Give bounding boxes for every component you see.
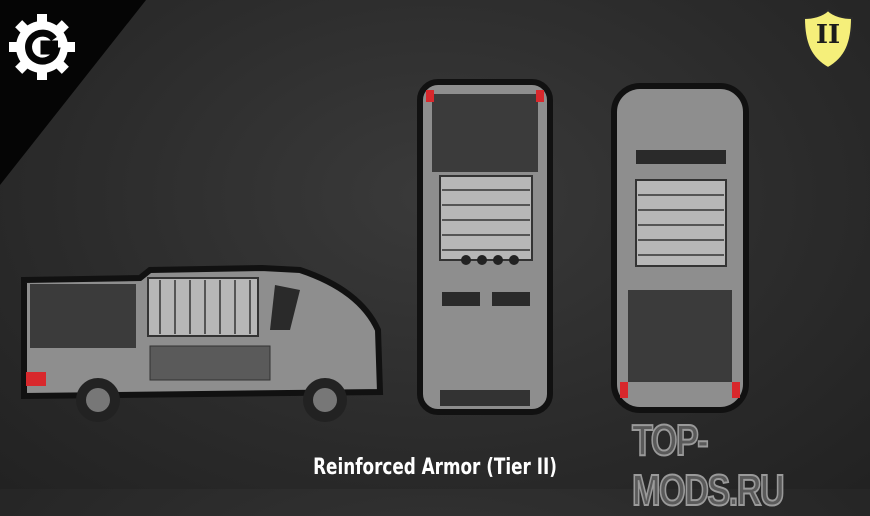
truck-side-view bbox=[21, 264, 384, 422]
truck-top-view-front bbox=[417, 79, 553, 415]
truck-top-view-rear bbox=[611, 83, 749, 413]
tier-shield-icon bbox=[802, 8, 854, 70]
watermark: TOP-MODS.RU bbox=[631, 415, 785, 516]
image-caption: Reinforced Armor (Tier II) bbox=[313, 455, 557, 480]
vehicle-views bbox=[21, 79, 749, 422]
logo-corner bbox=[0, 0, 146, 185]
tier-label: II bbox=[815, 20, 841, 50]
